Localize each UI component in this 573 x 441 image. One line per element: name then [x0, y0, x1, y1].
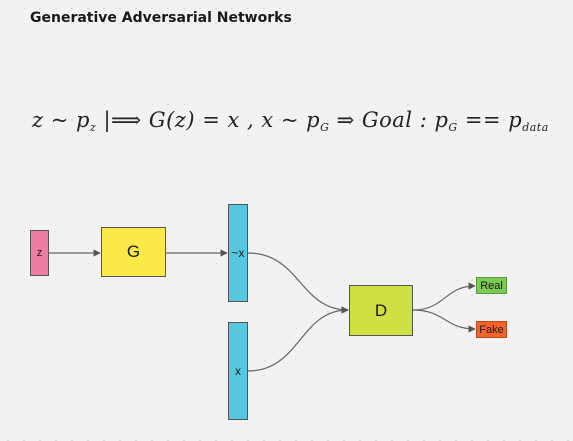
formula-implies-2: ⇒	[329, 108, 362, 132]
formula-tilde-2: ~	[273, 108, 307, 132]
formula-x: x	[261, 108, 274, 132]
node-real-x: x	[228, 322, 248, 420]
edge-d-to-real	[412, 282, 476, 311]
formula-p-g-2: p	[427, 108, 449, 132]
formula-p-data-sub: data	[522, 121, 549, 134]
gan-formula: z ~ pz |⟹ G(z) = x , x ~ pG ⇒ Goal : pG …	[32, 108, 568, 134]
node-discriminator: D	[349, 285, 413, 336]
node-real: Real	[476, 277, 507, 294]
page-title: Generative Adversarial Networks	[30, 10, 292, 26]
formula-gz: G(z) = x	[148, 108, 240, 132]
formula-goal: Goal :	[361, 108, 428, 132]
formula-tilde: ~	[43, 108, 77, 132]
formula-equals: ==	[457, 108, 509, 132]
node-generated-x: ~x	[228, 204, 248, 302]
formula-z: z	[32, 108, 44, 132]
formula-p-g: p	[306, 108, 321, 132]
node-fake: Fake	[476, 321, 507, 338]
formula-p-z: p	[76, 108, 90, 132]
edge-generated-x-to-d	[247, 252, 349, 314]
formula-p-g-2-sub: G	[448, 121, 458, 134]
formula-comma: ,	[239, 108, 262, 132]
formula-p-z-sub: z	[89, 121, 97, 134]
formula-implies: |⟹	[96, 108, 149, 132]
node-z: z	[30, 230, 49, 276]
formula-p-g-sub: G	[320, 121, 330, 134]
formula-p-data: p	[508, 108, 523, 132]
edge-d-to-fake	[412, 309, 476, 333]
node-generator: G	[101, 227, 166, 277]
edge-real-x-to-d	[247, 306, 349, 372]
